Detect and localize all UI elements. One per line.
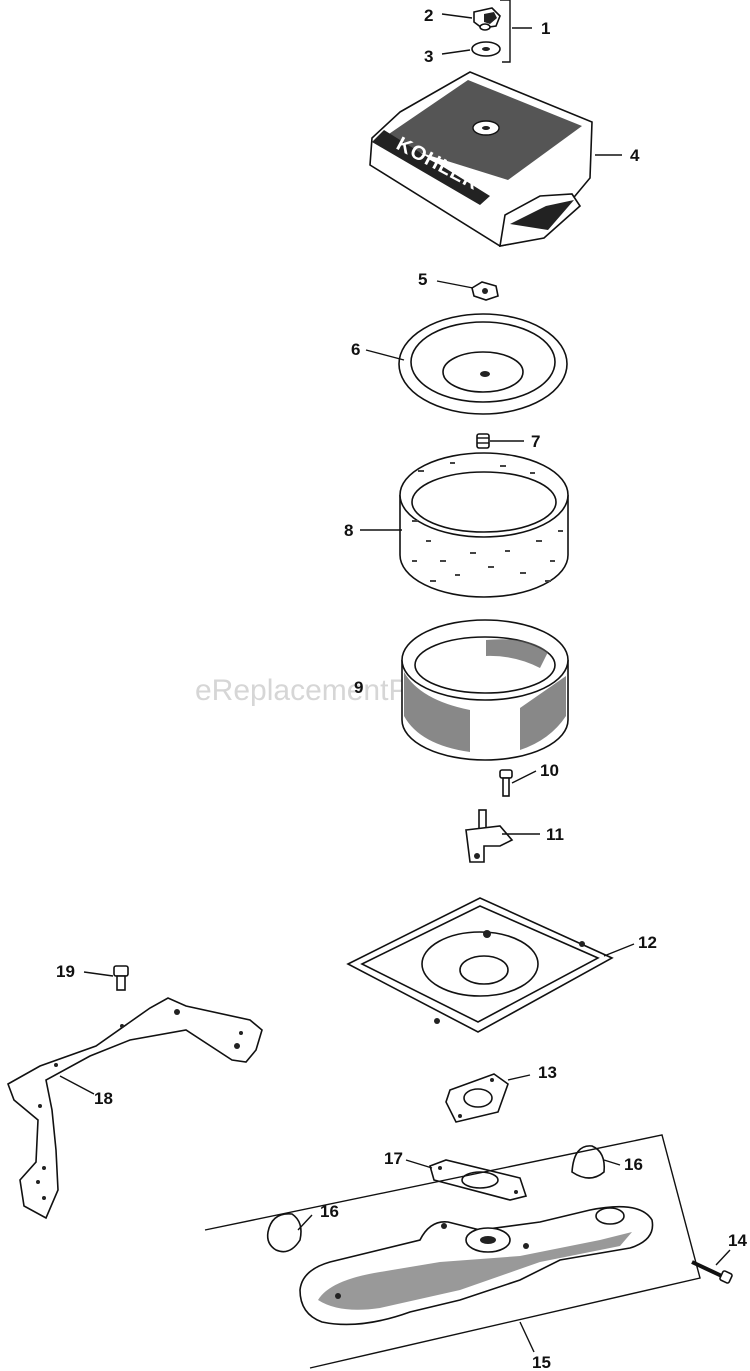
callout-5: 5 xyxy=(418,270,427,289)
wing-nut-part xyxy=(471,281,499,301)
seal-nut-part xyxy=(476,433,490,449)
callout-16b: 16 xyxy=(624,1155,643,1174)
outer-cover-plate-part xyxy=(398,313,568,415)
bolt-part xyxy=(691,1260,733,1284)
callout-1: 1 xyxy=(541,19,550,38)
intake-elbow-part xyxy=(299,1205,654,1326)
washer-part xyxy=(471,41,501,57)
callout-12: 12 xyxy=(638,933,657,952)
callout-3: 3 xyxy=(424,47,433,66)
air-cleaner-cover-part: KOHLER xyxy=(369,71,593,247)
callout-14: 14 xyxy=(728,1231,747,1250)
callout-17: 17 xyxy=(384,1149,403,1168)
callout-19: 19 xyxy=(56,962,75,981)
callout-16a: 16 xyxy=(320,1202,339,1221)
screw-part xyxy=(499,769,513,797)
callout-18: 18 xyxy=(94,1089,113,1108)
mounting-bracket-part xyxy=(465,809,514,863)
callout-labels: 1 2 3 4 5 6 7 8 9 10 11 12 13 14 15 16 1… xyxy=(56,6,747,1371)
air-filter-element-part xyxy=(401,619,569,761)
leader-lines xyxy=(59,13,731,1353)
seal-part-left xyxy=(266,1213,302,1253)
callout-7: 7 xyxy=(531,432,540,451)
callout-8: 8 xyxy=(344,521,353,540)
callout-10: 10 xyxy=(540,761,559,780)
callout-13: 13 xyxy=(538,1063,557,1082)
intake-elbow-box xyxy=(204,1134,701,1369)
precleaner-part xyxy=(399,452,569,598)
callout-bracket xyxy=(500,0,511,63)
seal-part-right xyxy=(571,1145,606,1179)
base-plate-part xyxy=(346,897,614,1033)
callout-15: 15 xyxy=(532,1353,551,1371)
knob-part xyxy=(473,7,501,31)
callout-6: 6 xyxy=(351,340,360,359)
support-bracket-part xyxy=(7,997,263,1220)
callout-2: 2 xyxy=(424,6,433,25)
gasket-part xyxy=(445,1073,509,1123)
elbow-gasket-part xyxy=(429,1159,528,1201)
callout-11: 11 xyxy=(546,825,564,844)
bracket-bolt-part xyxy=(113,965,129,991)
callout-9: 9 xyxy=(354,678,363,697)
callout-4: 4 xyxy=(630,146,640,165)
